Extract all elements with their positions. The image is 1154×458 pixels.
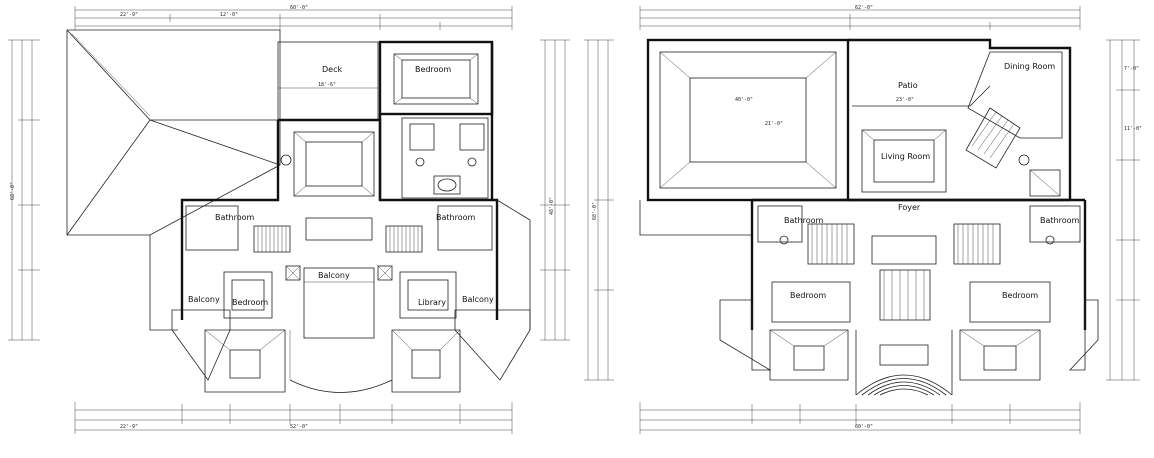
- lower-garage: 40'-0" 21'-0": [646, 38, 850, 202]
- upper-bedroom-top: Bedroom: [378, 40, 494, 116]
- lower-right-dimensions: 7'-0" 11'-0": [1106, 39, 1142, 381]
- lower-dim-right-a: 7'-0": [1124, 66, 1139, 72]
- upper-left-wing: Bedroom Balcony: [171, 271, 286, 393]
- lower-top-dimensions: 62'-0": [639, 5, 1081, 30]
- upper-bottom-dimensions: 52'-0" 22'-9": [74, 402, 513, 434]
- upper-side-baths: Bathroom Bathroom: [185, 205, 493, 251]
- lower-patio-zone: Patio 23'-0" Dining Room Living Room: [848, 38, 1072, 202]
- upper-room-balcony-right: Balcony: [462, 295, 494, 304]
- lower-bed-bath-wings: Bathroom Bathroom Bedroom Bedroom: [757, 205, 1081, 323]
- lower-room-dining: Dining Room: [1004, 62, 1055, 71]
- upper-roof-outline: [66, 29, 281, 236]
- lower-room-patio: Patio: [898, 81, 918, 90]
- upper-dim-top-overall: 60'-0": [290, 5, 308, 11]
- upper-stairs: [253, 217, 423, 253]
- lower-room-foyer: Foyer: [898, 203, 921, 212]
- upper-room-balcony-center: Balcony: [318, 271, 350, 280]
- upper-top-dimensions: 60'-0" 22'-9" 12'-0": [74, 5, 513, 30]
- lower-entry-steps: [855, 330, 953, 396]
- upper-right-wing: Library Balcony: [391, 271, 531, 393]
- lower-room-bedroom-right: Bedroom: [1002, 291, 1038, 300]
- upper-room-bedroom-top: Bedroom: [415, 65, 451, 74]
- upper-central-balcony: Balcony: [285, 265, 393, 339]
- lower-room-bathroom-right: Bathroom: [1040, 216, 1080, 225]
- lower-dim-right-b: 11'-0": [1124, 126, 1142, 132]
- lower-room-living: Living Room: [881, 152, 930, 161]
- lower-room-bedroom-left: Bedroom: [790, 291, 826, 300]
- upper-room-bedroom-left: Bedroom: [232, 298, 268, 307]
- upper-room-deck: Deck: [322, 65, 342, 74]
- upper-lower-roof: [149, 199, 531, 393]
- upper-room-balcony-left: Balcony: [188, 295, 220, 304]
- upper-main-walls: [180, 42, 499, 320]
- upper-left-dimensions: 68'-0": [8, 39, 40, 341]
- upper-dim-right-overall: 48'-0": [549, 197, 555, 215]
- lower-dim-garage-depth: 21'-0": [765, 121, 783, 127]
- upper-dim-deck-width: 18'-6": [318, 82, 336, 88]
- upper-right-dimensions: 48'-0": [540, 39, 570, 341]
- upper-room-library: Library: [418, 298, 446, 307]
- upper-dim-left-overall: 68'-0": [10, 182, 16, 200]
- lower-floor-plan: 62'-0" 68'-0" 7'-0" 11'-0": [584, 5, 1142, 434]
- lower-bottom-dimensions: 60'-0": [639, 402, 1081, 434]
- upper-dim-bottom-left: 22'-9": [120, 424, 138, 430]
- upper-dim-bottom-overall: 52'-0": [290, 424, 308, 430]
- upper-room-bathroom-right: Bathroom: [436, 213, 476, 222]
- upper-deck: Deck 18'-6": [277, 41, 379, 121]
- upper-dim-top-mid: 12'-0": [220, 12, 238, 18]
- lower-dim-bottom-overall: 60'-0": [855, 424, 873, 430]
- upper-bath-core: [401, 117, 489, 199]
- upper-room-bathroom-left: Bathroom: [215, 213, 255, 222]
- lower-dim-garage-width: 40'-0": [735, 97, 753, 103]
- lower-interior-walls: Foyer: [750, 198, 1087, 330]
- lower-front-wings: [639, 200, 1099, 381]
- upper-dim-top-left: 22'-9": [120, 12, 138, 18]
- lower-room-bathroom-left: Bathroom: [784, 216, 824, 225]
- lower-dim-patio-width: 23'-0": [896, 97, 914, 103]
- upper-floor-plan: 60'-0" 22'-9" 12'-0" 68'-0" 48'-0": [8, 5, 570, 434]
- lower-dim-top-overall: 62'-0": [855, 5, 873, 11]
- lower-left-dimensions: 68'-0": [584, 39, 614, 381]
- lower-dim-left-overall: 68'-0": [592, 202, 598, 220]
